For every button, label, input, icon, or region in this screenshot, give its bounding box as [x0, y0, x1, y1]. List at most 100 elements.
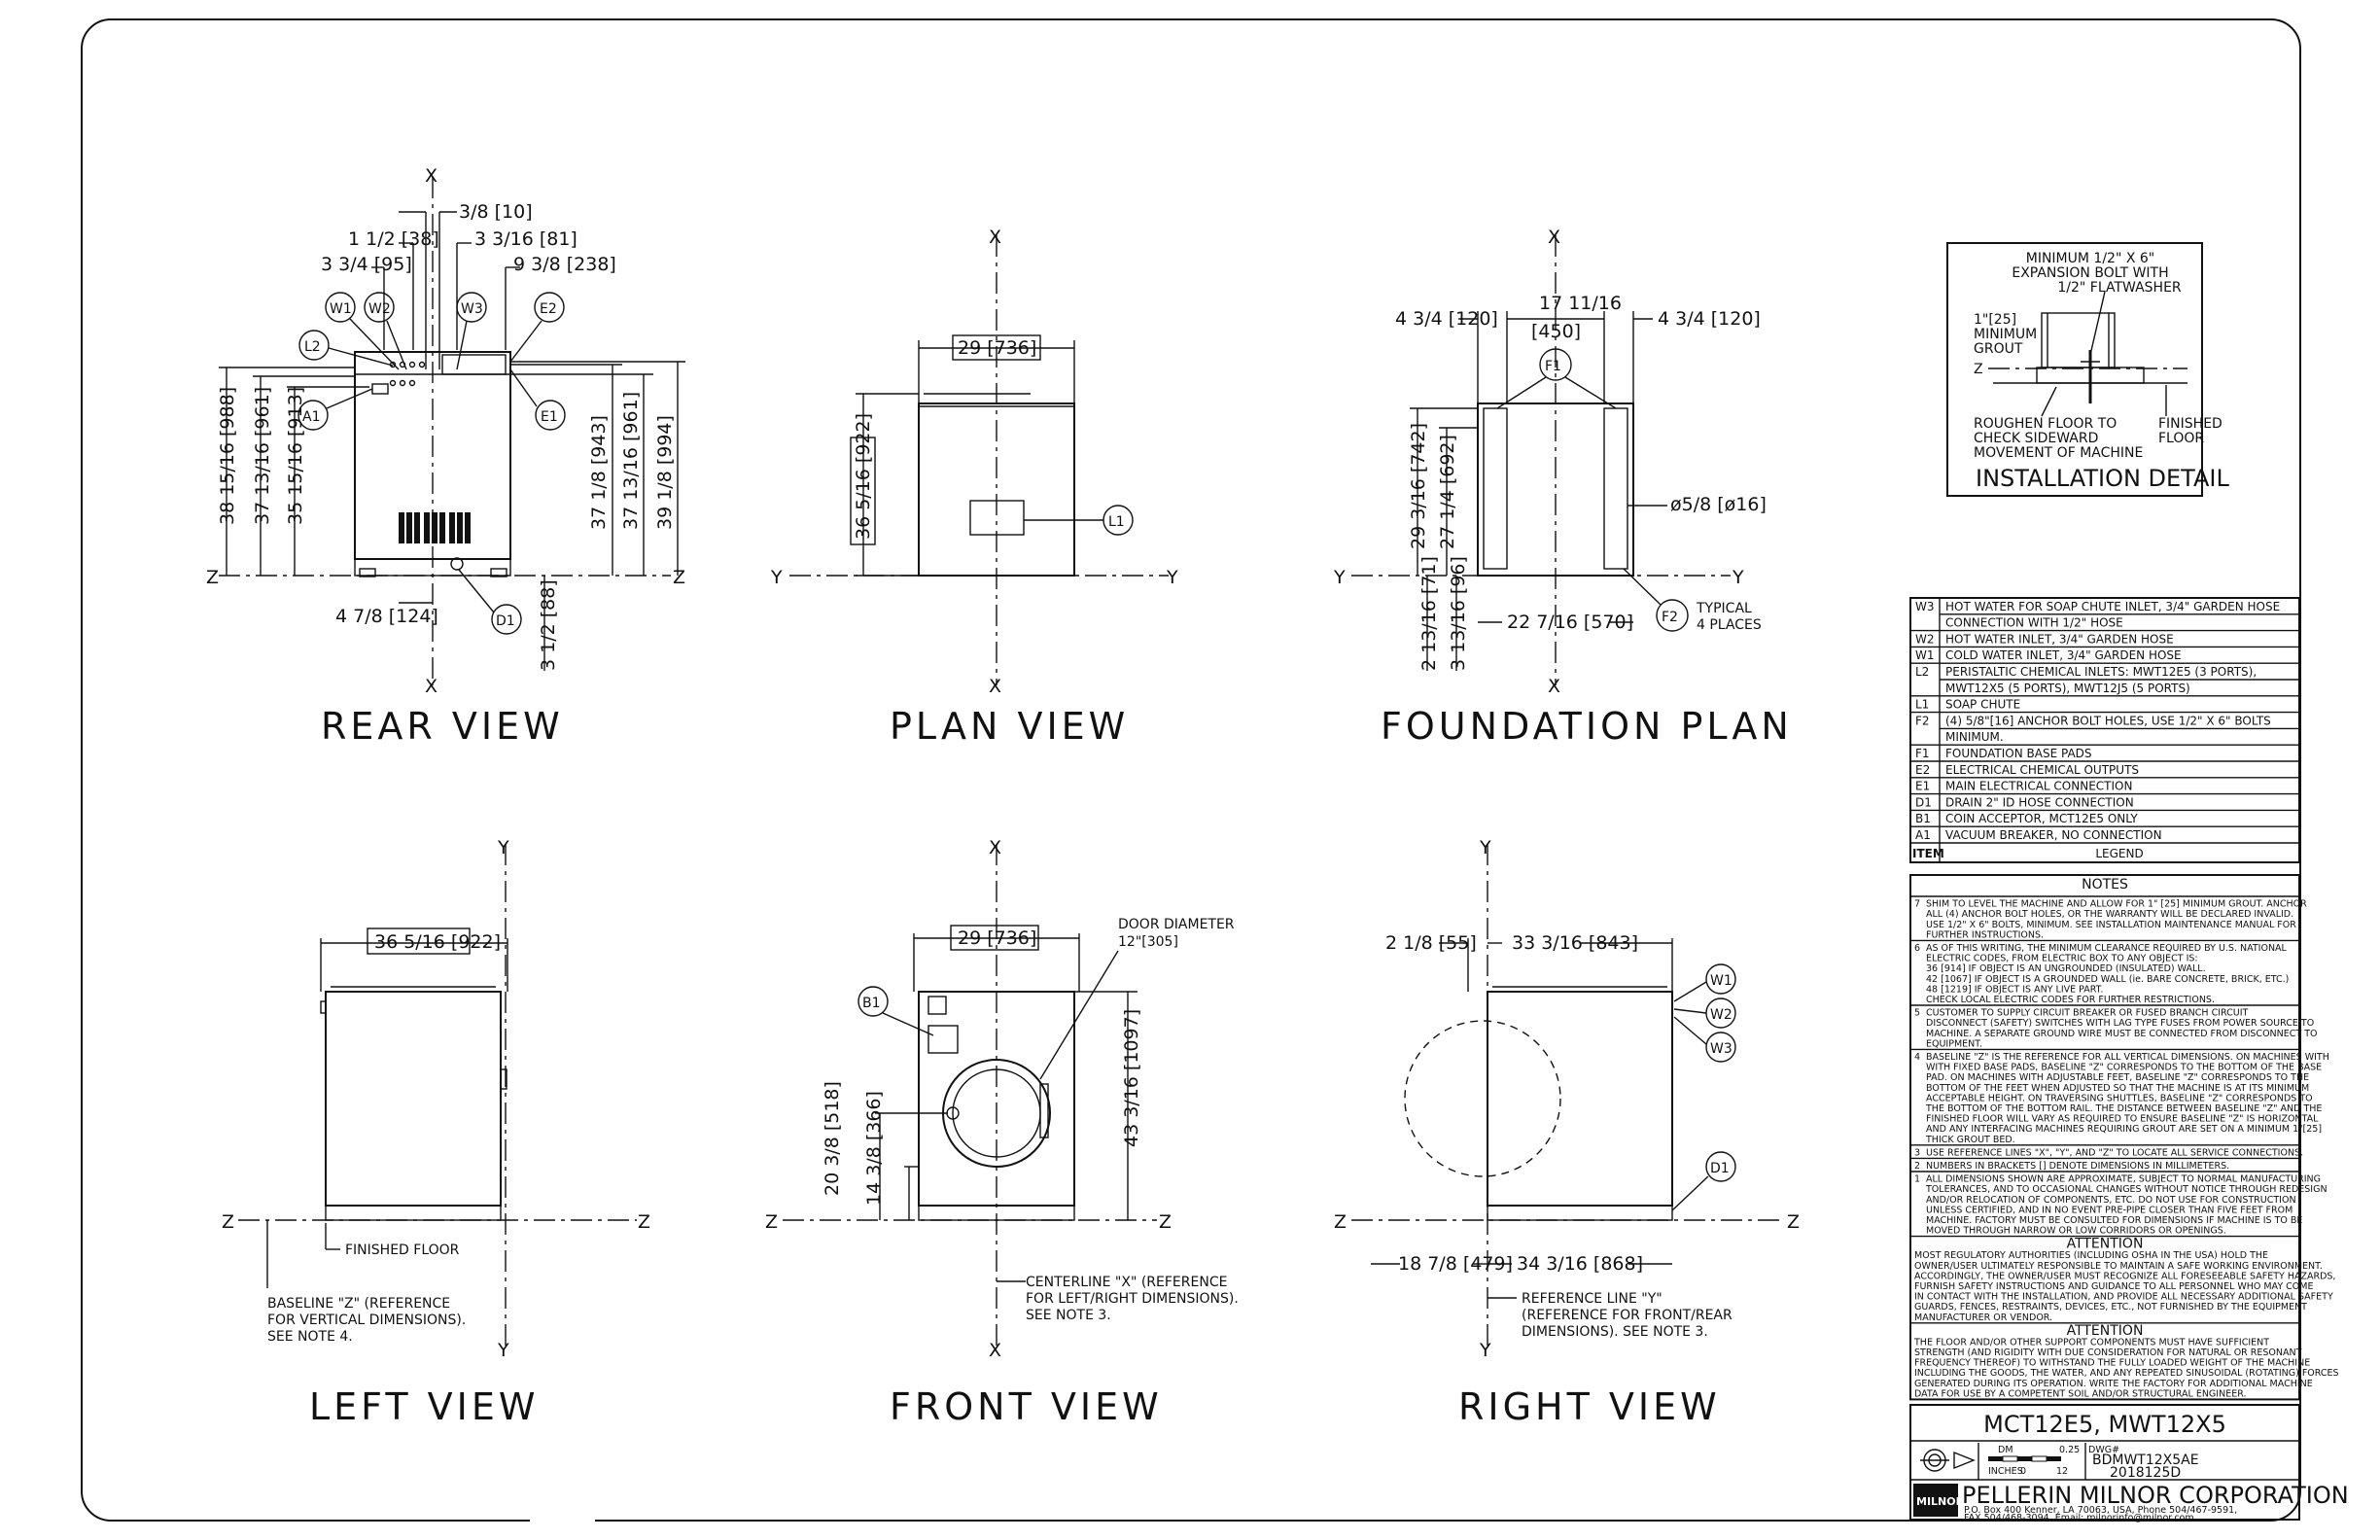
- note-line: ELECTRIC CODES, FROM ELECTRIC BOX TO ANY…: [1926, 954, 2198, 964]
- right-dim-a: 2 1/8 [55]: [1385, 932, 1477, 954]
- front-axis-z-left: Z: [765, 1211, 778, 1233]
- title-model: MCT12E5, MWT12X5: [1983, 1411, 2226, 1438]
- rear-dim-b1: 4 7/8 [124]: [335, 606, 438, 627]
- title-company: PELLERIN MILNOR CORPORATION: [1962, 1482, 2349, 1509]
- front-axis-x-bottom: X: [989, 1340, 1001, 1361]
- found-dim-center: 17 11/16: [1539, 293, 1622, 314]
- attention-line: OWNER/USER ULTIMATELY RESPONSIBLE TO MAI…: [1914, 1261, 2323, 1272]
- legend-item-code: D1: [1915, 795, 1932, 809]
- front-dim-h2: 20 3/8 [518]: [822, 1081, 843, 1196]
- legend-item-desc: MWT12X5 (5 PORTS), MWT12J5 (5 PORTS): [1945, 682, 2190, 695]
- attention-line: FREQUENCY THEREOF) TO WITHSTAND THE FULL…: [1914, 1358, 2310, 1369]
- legend-item-desc: COLD WATER INLET, 3/4" GARDEN HOSE: [1945, 648, 2182, 662]
- rear-callout-w3: W3: [461, 301, 483, 317]
- rear-callout-w2: W2: [368, 301, 391, 317]
- note-line: THE BOTTOM OF THE BOTTOM RAIL. THE DISTA…: [1925, 1103, 2322, 1114]
- note-line: AND ANY INTERFACING MACHINES REQUIRING G…: [1926, 1124, 2322, 1135]
- note-line: THICK GROUT BED.: [1925, 1135, 2015, 1145]
- note-number: 1: [1914, 1174, 1920, 1185]
- rear-axis-z-right: Z: [673, 567, 685, 588]
- left-axis-z-left: Z: [222, 1211, 234, 1233]
- title-logo: MILNOR: [1916, 1495, 1965, 1508]
- found-dim-center-mm: [450]: [1531, 321, 1581, 342]
- notes-frame: [1909, 874, 2300, 1401]
- right-axis-z-left: Z: [1334, 1211, 1347, 1233]
- note-line: ALL (4) ANCHOR BOLT HOLES, OR THE WARRAN…: [1926, 909, 2293, 920]
- left-note-1: BASELINE "Z" (REFERENCE: [267, 1296, 450, 1312]
- title-dm: DM: [1998, 1445, 2013, 1455]
- rear-callout-w1: W1: [330, 301, 352, 317]
- legend-item-code: F1: [1915, 747, 1930, 760]
- legend-header-item: ITEM: [1912, 847, 1944, 860]
- left-axis-z-right: Z: [638, 1211, 650, 1233]
- legend-item-code: A1: [1915, 828, 1931, 842]
- attention-line: GUARDS, FENCES, RESTRAINTS, DEVICES, ETC…: [1914, 1302, 2307, 1312]
- legend-item-code: F2: [1915, 714, 1930, 727]
- attention-line: STRENGTH (AND RIGIDITY WITH DUE CONSIDER…: [1914, 1348, 2302, 1358]
- right-callout-d1: D1: [1710, 1161, 1730, 1176]
- note-line: SHIM TO LEVEL THE MACHINE AND ALLOW FOR …: [1926, 899, 2307, 910]
- legend-item-code: B1: [1915, 812, 1931, 825]
- right-callout-w1: W1: [1710, 973, 1732, 989]
- rear-dim-d3: 3 3/16 [81]: [474, 228, 578, 250]
- note-line: 42 [1067] IF OBJECT IS A GROUNDED WALL (…: [1926, 974, 2289, 985]
- rear-callout-a1: A1: [302, 409, 320, 425]
- plan-callout-l1: L1: [1108, 514, 1125, 530]
- legend-item-code: L1: [1915, 698, 1929, 712]
- rear-dim-h4: 37 1/8 [943]: [588, 415, 610, 530]
- note-line: USE 1/2" X 6" BOLTS, MINIMUM. SEE INSTAL…: [1926, 920, 2296, 930]
- install-axis-z: Z: [1974, 362, 1983, 377]
- note-number: 7: [1914, 899, 1920, 910]
- install-roughen-3: MOVEMENT OF MACHINE: [1974, 445, 2143, 461]
- plan-dim-depth: 36 5/16 [922]: [853, 413, 874, 540]
- found-4places: 4 PLACES: [1697, 617, 1762, 633]
- right-note-2: (REFERENCE FOR FRONT/REAR: [1522, 1308, 1732, 1323]
- title-dwg-label: DWG#: [2088, 1445, 2119, 1455]
- install-finished-1: FINISHED: [2158, 416, 2222, 432]
- note-number: 4: [1914, 1052, 1920, 1063]
- front-view-title: FRONT VIEW: [890, 1385, 1163, 1428]
- install-grout-1: 1"[25]: [1974, 312, 2016, 328]
- rear-axis-x-top: X: [425, 165, 438, 187]
- note-line: EQUIPMENT.: [1926, 1038, 1982, 1049]
- right-callout-w3: W3: [1710, 1041, 1732, 1057]
- install-title: INSTALLATION DETAIL: [1976, 465, 2229, 492]
- legend-frame: [1909, 597, 2300, 863]
- front-dim-h3: 14 3/8 [366]: [863, 1091, 885, 1206]
- front-view: X X Z Z B1 29 [736] DOOR DIAMETER 12"[30…: [765, 837, 1239, 1428]
- attention-line: ACCORDINGLY, THE OWNER/USER MUST RECOGNI…: [1914, 1271, 2335, 1281]
- left-view: Y Y Z Z 36 5/16 [922] FINISHED FLOOR BAS…: [222, 837, 650, 1428]
- attention-line: FURNISH SAFETY INSTRUCTIONS AND GUIDANCE…: [1914, 1281, 2313, 1292]
- install-bolt-2: EXPANSION BOLT WITH: [2012, 265, 2168, 281]
- legend-item-desc: MAIN ELECTRICAL CONNECTION: [1945, 780, 2132, 793]
- found-axis-y-right: Y: [1732, 567, 1744, 588]
- rear-dim-d1: 3/8 [10]: [459, 201, 533, 223]
- install-grout-3: GROUT: [1974, 341, 2023, 357]
- note-line: FURTHER INSTRUCTIONS.: [1926, 929, 2044, 940]
- install-roughen-2: CHECK SIDEWARD: [1974, 431, 2098, 446]
- front-door-diameter-label: DOOR DIAMETER: [1118, 917, 1235, 932]
- note-line: CUSTOMER TO SUPPLY CIRCUIT BREAKER OR FU…: [1926, 1008, 2249, 1019]
- found-dim-h1: 29 3/16 [742]: [1408, 423, 1429, 549]
- front-note-1: CENTERLINE "X" (REFERENCE: [1026, 1275, 1227, 1290]
- rear-dim-d5: 9 3/8 [238]: [513, 254, 616, 275]
- rear-dim-d4: 3 3/4 [95]: [321, 254, 412, 275]
- front-note-2: FOR LEFT/RIGHT DIMENSIONS).: [1026, 1291, 1239, 1307]
- front-axis-z-right: Z: [1159, 1211, 1172, 1233]
- found-dim-b1: 2 13/16 [71]: [1418, 556, 1440, 671]
- found-dim-b3: 22 7/16 [570]: [1507, 612, 1633, 633]
- legend-item-desc: ELECTRICAL CHEMICAL OUTPUTS: [1945, 763, 2139, 777]
- note-line: AS OF THIS WRITING, THE MINIMUM CLEARANC…: [1926, 943, 2288, 954]
- title-address-1: P.O. Box 400 Kenner, LA 70063, USA, Phon…: [1964, 1505, 2237, 1516]
- attention-line: MANUFACTURER OR VENDOR.: [1914, 1312, 2052, 1323]
- found-dim-h2: 27 1/4 [692]: [1437, 435, 1458, 549]
- note-line: 36 [914] IF OBJECT IS AN UNGROUNDED (INS…: [1926, 963, 2206, 974]
- legend-item-desc: PERISTALTIC CHEMICAL INLETS: MWT12E5 (3 …: [1945, 665, 2257, 679]
- rear-dim-h3: 35 15/16 [913]: [285, 387, 306, 525]
- right-axis-z-right: Z: [1787, 1211, 1800, 1233]
- note-line: AND/OR RELOCATION OF COMPONENTS, ETC. DO…: [1926, 1195, 2296, 1206]
- plan-dim-width: 29 [736]: [958, 337, 1036, 359]
- found-axis-x-bottom: X: [1548, 676, 1560, 697]
- legend-item-desc: HOT WATER FOR SOAP CHUTE INLET, 3/4" GAR…: [1945, 600, 2280, 613]
